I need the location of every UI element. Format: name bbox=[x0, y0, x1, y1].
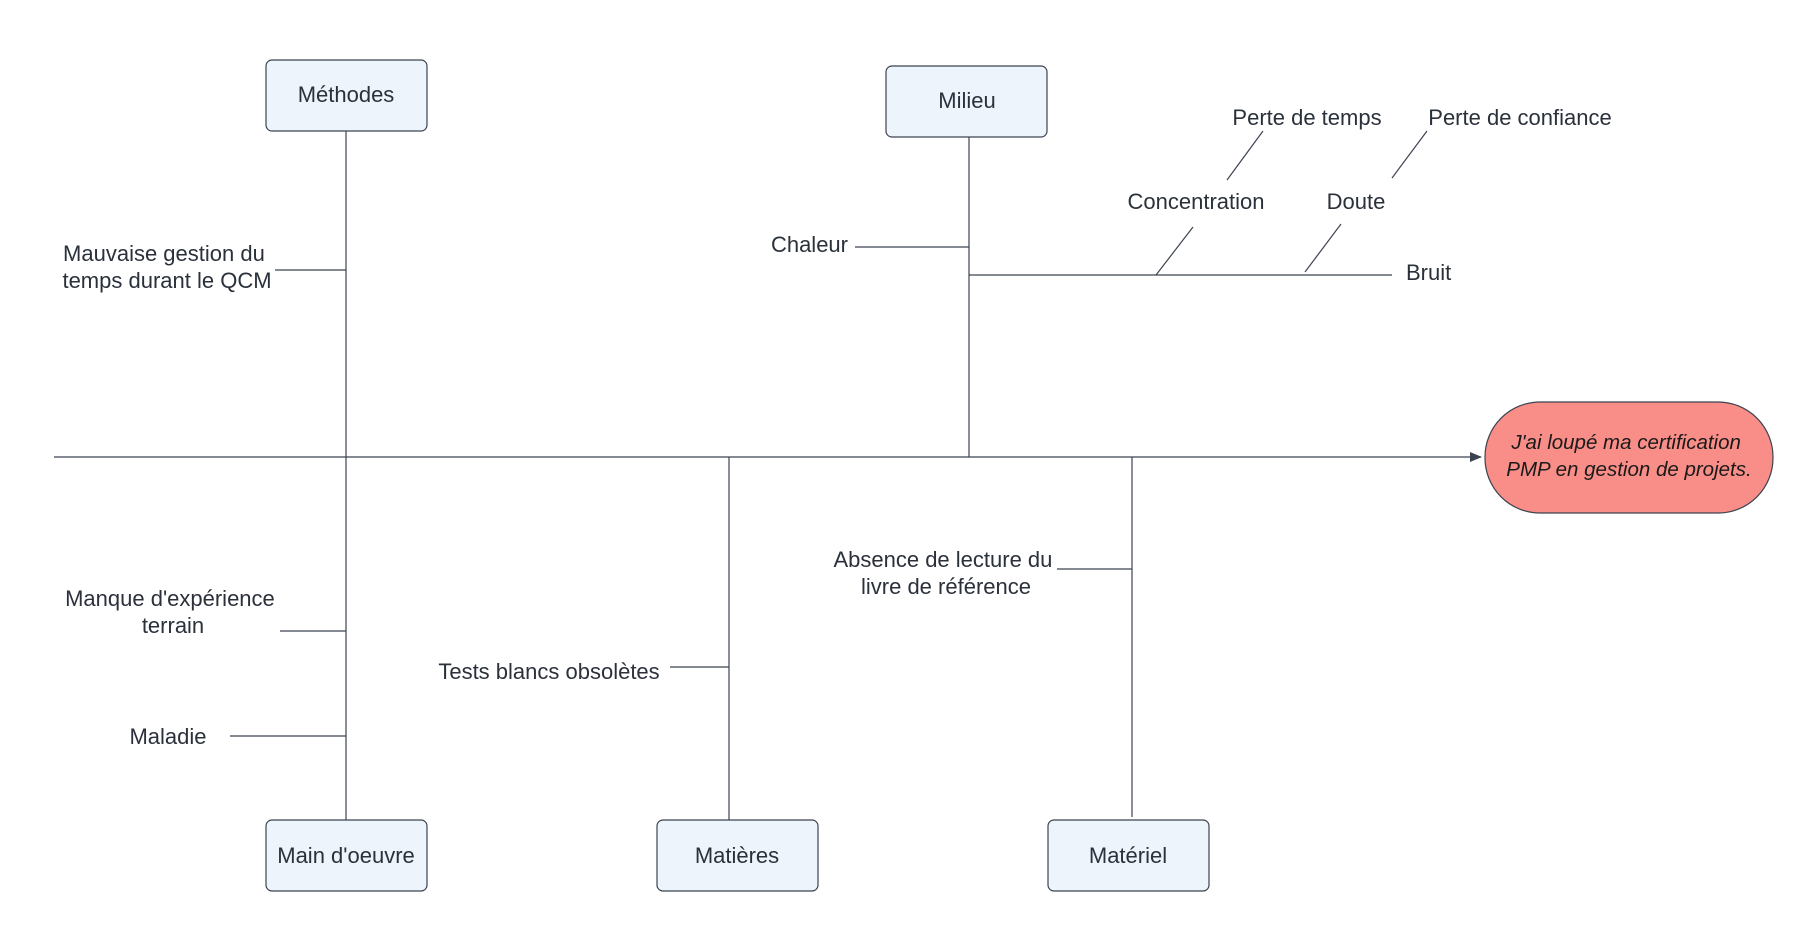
branch-concentration bbox=[1155, 226, 1194, 276]
cause-bruit: Bruit bbox=[1406, 260, 1451, 285]
branch-perte-temps bbox=[1226, 130, 1264, 181]
category-materiel: Matériel bbox=[1047, 819, 1210, 892]
branch-doute bbox=[1304, 223, 1342, 273]
cause-mauvaise-gestion: Mauvaise gestion du temps durant le QCM bbox=[62, 241, 271, 293]
effect-problem: J'ai loupé ma certification PMP en gesti… bbox=[1484, 401, 1774, 514]
category-methodes: Méthodes bbox=[265, 59, 428, 132]
cause-concentration: Concentration bbox=[1128, 189, 1265, 214]
category-label-materiel: Matériel bbox=[1089, 843, 1167, 868]
cause-maladie: Maladie bbox=[129, 724, 206, 749]
cause-manque-experience: Manque d'expérience terrain bbox=[65, 586, 281, 638]
category-matieres: Matières bbox=[656, 819, 819, 892]
cause-perte-temps: Perte de temps bbox=[1232, 105, 1381, 130]
branch-perte-confiance bbox=[1391, 130, 1428, 179]
cause-doute: Doute bbox=[1327, 189, 1386, 214]
cause-tests-blancs: Tests blancs obsolètes bbox=[438, 659, 659, 684]
category-main-oeuvre: Main d'oeuvre bbox=[265, 819, 428, 892]
category-label-milieu: Milieu bbox=[938, 88, 995, 113]
cause-chaleur: Chaleur bbox=[771, 232, 848, 257]
category-label-main-oeuvre: Main d'oeuvre bbox=[277, 843, 415, 868]
category-label-methodes: Méthodes bbox=[298, 82, 395, 107]
cause-absence-lecture: Absence de lecture du livre de référence bbox=[833, 547, 1058, 599]
category-label-matieres: Matières bbox=[695, 843, 779, 868]
category-milieu: Milieu bbox=[885, 65, 1048, 138]
effect-label: J'ai loupé ma certification PMP en gesti… bbox=[1506, 431, 1751, 481]
cause-perte-confiance: Perte de confiance bbox=[1428, 105, 1611, 130]
